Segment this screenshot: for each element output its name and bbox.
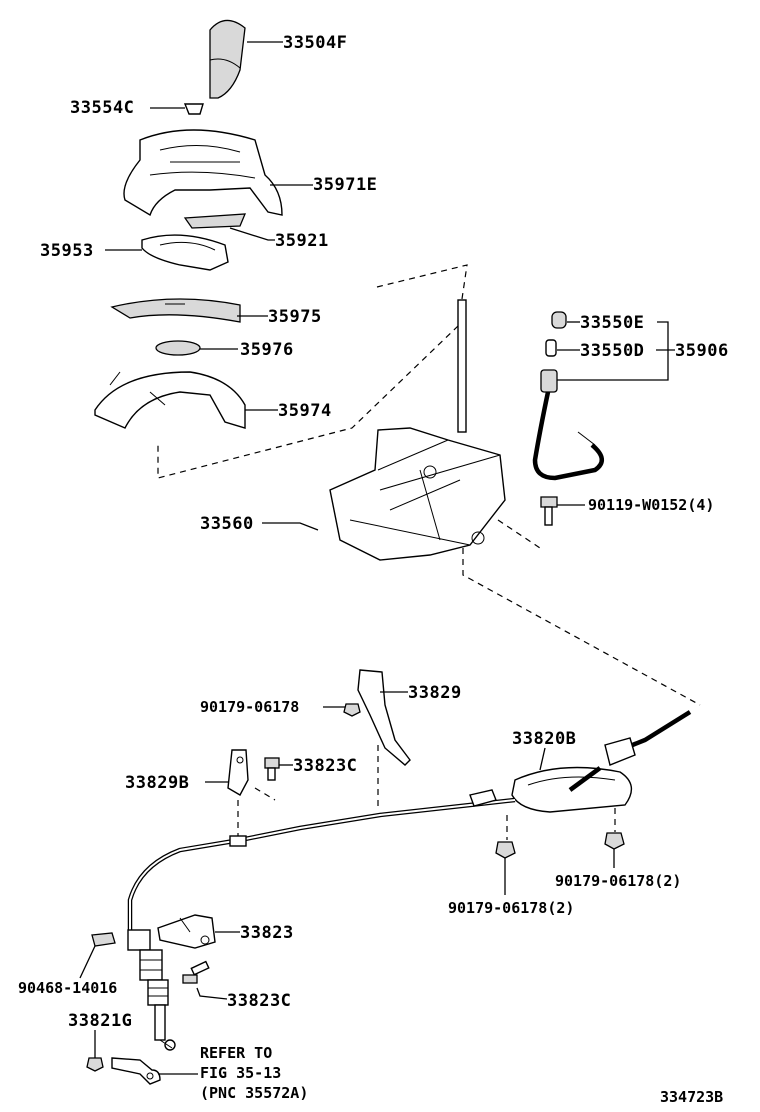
control-cable-icon [127,710,692,1051]
shift-lever-assembly-icon [329,299,506,561]
pin-icon [183,103,204,115]
lever-icon [111,1057,161,1085]
label-33823: 33823 [240,923,294,943]
label-35976: 35976 [240,340,294,360]
assembly-dashed-lines [157,264,701,840]
label-90468-14016: 90468-14016 [18,979,117,997]
label-33560: 33560 [200,514,254,534]
label-35953: 35953 [40,241,94,261]
label-35975: 35975 [268,307,322,327]
bulb-socket-icon [532,311,604,481]
position-indicator-icon [155,340,201,356]
shift-knob-icon [209,19,246,99]
label-35921: 35921 [275,231,329,251]
clip-icon [91,932,116,947]
label-35906: 35906 [675,341,729,361]
slide-plate-icon [183,213,247,229]
indicator-frame-icon [141,234,229,271]
label-35971E: 35971E [313,175,377,195]
label-90179-06178-right: 90179-06178(2) [555,872,681,890]
position-plate-icon [110,298,241,323]
nut-icon [343,703,361,717]
label-90179-06178-upper: 90179-06178 [200,698,299,716]
label-33550D: 33550D [580,341,644,361]
figure-number: 334723B [660,1088,723,1106]
label-33820B: 33820B [512,729,576,749]
label-33829B: 33829B [125,773,189,793]
refer-line-1: REFER TO [200,1044,272,1062]
label-33504F: 33504F [283,33,347,53]
label-33823C-upper: 33823C [293,756,357,776]
shift-indicator-housing-icon [123,129,283,217]
refer-line-2: FIG 35-13 [200,1064,281,1082]
label-90179-06178-left: 90179-06178(2) [448,899,574,917]
cable-bracket-icon [357,669,411,766]
label-35974: 35974 [278,401,332,421]
nut-icon [495,841,516,859]
cable-mounting-bracket-icon [157,914,216,949]
label-33554C: 33554C [70,98,134,118]
nut-icon [604,832,625,850]
refer-line-3: (PNC 35572A) [200,1084,308,1102]
label-33829: 33829 [408,683,462,703]
bolt-icon [540,496,558,526]
bolt-icon [182,960,210,984]
indicator-bezel-icon [94,371,246,429]
cable-clamp-bracket-icon [227,749,249,796]
nut-icon [86,1057,104,1072]
label-33821G: 33821G [68,1011,132,1031]
label-33823C-lower: 33823C [227,991,291,1011]
bolt-icon [264,757,280,781]
label-33550E: 33550E [580,313,644,333]
label-90119-W0152: 90119-W0152(4) [588,496,714,514]
